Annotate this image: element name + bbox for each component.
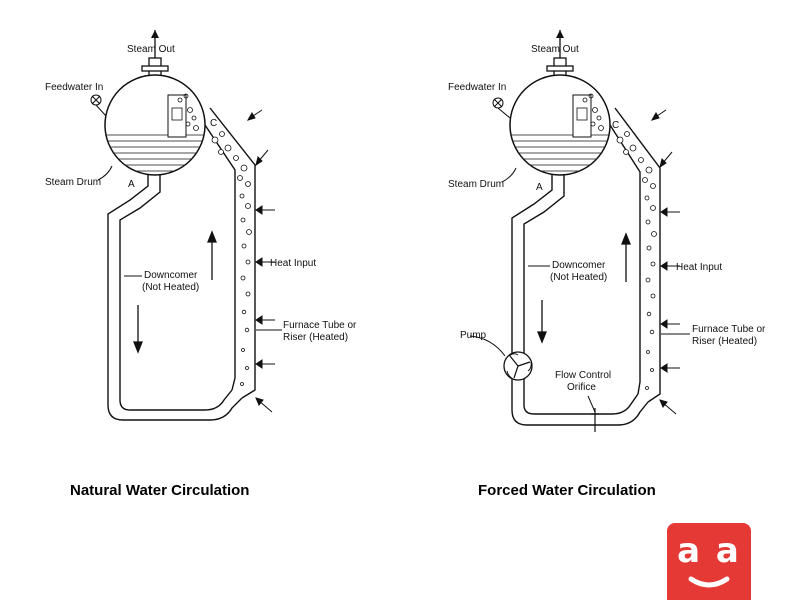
steam-bubbles [616, 131, 657, 390]
steam-drum-label: Steam Drum [45, 177, 101, 188]
heat-input-arrows [650, 109, 680, 415]
natural-circulation-caption: Natural Water Circulation [70, 482, 250, 499]
downcomer-label: Downcomer [552, 260, 606, 271]
flow-down-arrow [133, 305, 143, 354]
feedwater-in-label: Feedwater In [45, 82, 103, 93]
steam-drum [104, 74, 206, 176]
point-c-label: C [612, 120, 619, 131]
logo-smile-icon [688, 576, 730, 588]
downcomer-tube [511, 174, 649, 426]
point-a-label: A [536, 182, 543, 193]
downcomer-sublabel: (Not Heated) [550, 272, 607, 283]
steam-drum-label: Steam Drum [448, 179, 504, 190]
riser-sublabel: Riser (Heated) [283, 332, 348, 343]
riser-label: Furnace Tube or [283, 320, 357, 331]
steam-out-label: Steam Out [127, 44, 175, 55]
steam-bubbles [211, 131, 252, 386]
point-c-label: C [210, 118, 217, 129]
heat-input-label: Heat Input [676, 262, 722, 273]
downcomer-tube [107, 174, 243, 421]
riser-label: Furnace Tube or [692, 324, 766, 335]
point-a-label: A [128, 179, 135, 190]
flow-up-arrow [621, 232, 631, 282]
downcomer-sublabel: (Not Heated) [142, 282, 199, 293]
heat-input-label: Heat Input [270, 258, 316, 269]
flow-up-arrow [207, 230, 217, 280]
steam-out-label: Steam Out [531, 44, 579, 55]
pump-label: Pump [460, 330, 487, 341]
pump-icon [503, 351, 533, 381]
forced-circulation-caption: Forced Water Circulation [478, 482, 656, 499]
feedwater-in-label: Feedwater In [448, 82, 506, 93]
orifice-sublabel: Orifice [567, 382, 596, 393]
heat-input-arrows [246, 109, 275, 413]
natural-circulation-diagram: Steam Out A C Feedwater In Steam Drum [45, 30, 357, 421]
riser-sublabel: Riser (Heated) [692, 336, 757, 347]
riser-tube [204, 107, 256, 399]
flow-down-arrow [537, 300, 547, 344]
brand-logo: a a [667, 523, 751, 600]
riser-tube [609, 107, 661, 403]
orifice-label: Flow Control [555, 370, 611, 381]
downcomer-label: Downcomer [144, 270, 198, 281]
logo-text: a a [677, 531, 741, 571]
forced-circulation-diagram: Steam Out A C Feedwater In Steam Drum [448, 30, 766, 432]
feedwater-valve-icon [90, 94, 102, 106]
steam-drum [509, 74, 611, 176]
feedwater-valve-icon [492, 97, 504, 109]
